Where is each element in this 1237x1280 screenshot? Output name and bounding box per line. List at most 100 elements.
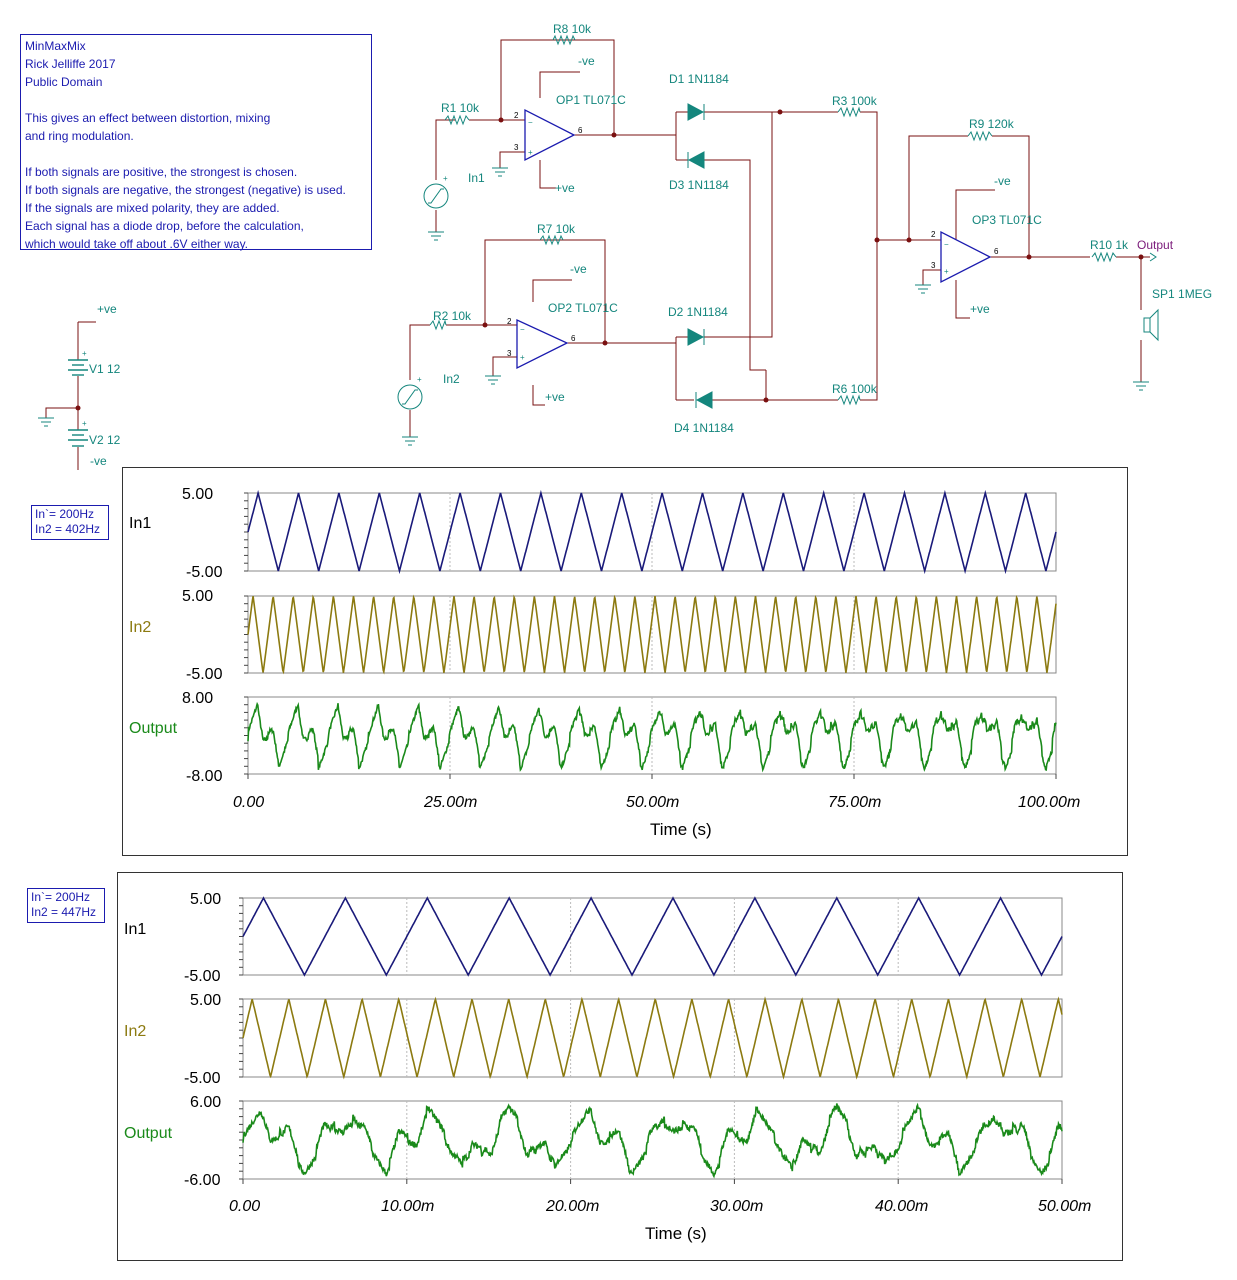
svg-text:−: −	[520, 325, 525, 334]
r10-resistor	[1091, 251, 1117, 263]
v2-label: V2 12	[89, 433, 121, 447]
plot-frame-2	[117, 872, 1123, 1261]
chart2-xtick: 40.00m	[875, 1198, 928, 1215]
note-line: and ring modulation.	[25, 129, 134, 143]
r7-resistor	[539, 234, 564, 246]
chart2-output-ytick-top: 6.00	[190, 1094, 221, 1111]
sp1-label: SP1 1MEG	[1152, 287, 1212, 301]
freq-line: In2 = 447Hz	[31, 905, 97, 919]
r9-resistor	[967, 130, 993, 142]
chart1-xtick: 100.00m	[1018, 794, 1080, 811]
op3-amplifier	[940, 230, 992, 284]
svg-text:+: +	[520, 353, 525, 362]
chart1-xlabel: Time (s)	[650, 820, 712, 839]
chart2-in1-label: In1	[124, 921, 146, 938]
chart1-in2-ytick-top: 5.00	[182, 588, 213, 605]
v1-label: V1 12	[89, 362, 121, 376]
svg-text:2: 2	[514, 111, 519, 120]
chart1-xtick: 75.00m	[828, 794, 881, 811]
r6-label: R6 100k	[832, 382, 878, 396]
chart1-output-ytick-top: 8.00	[182, 690, 213, 707]
op2-amplifier	[516, 318, 569, 370]
svg-text:2: 2	[507, 317, 512, 326]
r6-resistor	[837, 394, 861, 406]
rail-neg-label: -ve	[90, 454, 107, 468]
circuit-schematic: −+ −+ −+ 2 3 6 2 3 6 2 3 6 ++	[38, 22, 1212, 470]
d1-label: D1 1N1184	[669, 72, 729, 86]
chart2-output-ytick-bottom: -6.00	[184, 1172, 221, 1189]
chart2-output-label: Output	[124, 1125, 173, 1142]
svg-text:+: +	[417, 375, 422, 384]
op3-neg-supply: -ve	[994, 174, 1011, 188]
note-line: MinMaxMix	[25, 39, 86, 53]
r8-label: R8 10k	[553, 22, 592, 36]
speaker-icon	[1143, 308, 1159, 342]
chart1-in2-ytick-bottom: -5.00	[186, 666, 223, 683]
in1-source-icon	[423, 183, 449, 209]
svg-text:+: +	[944, 267, 949, 276]
series-line-output	[247, 701, 1057, 773]
freq-line: In`= 200Hz	[31, 890, 91, 904]
d4-label: D4 1N1184	[674, 421, 734, 435]
op1-amplifier	[524, 108, 576, 162]
chart2-in2-ytick-top: 5.00	[190, 992, 221, 1009]
note-line: If both signals are positive, the strong…	[25, 165, 298, 179]
r1-label: R1 10k	[441, 101, 480, 115]
note-line: Public Domain	[25, 75, 103, 89]
freq-line: In2 = 402Hz	[35, 522, 101, 536]
series-line-in2	[242, 996, 1063, 1080]
op2-label: OP2 TL071C	[548, 301, 618, 315]
svg-text:3: 3	[931, 261, 936, 270]
note-line: If both signals are negative, the strong…	[25, 183, 346, 197]
series-line-output	[242, 1102, 1063, 1179]
d4-diode	[695, 391, 713, 409]
note-line: Rick Jelliffe 2017	[25, 57, 116, 71]
note-line: Each signal has a diode drop, before the…	[25, 219, 304, 233]
chart1-in1-ytick-bottom: -5.00	[186, 564, 223, 581]
chart2-xtick: 0.00	[229, 1198, 260, 1215]
chart2-xtick: 10.00m	[381, 1198, 434, 1215]
op2-neg-supply: -ve	[570, 262, 587, 276]
svg-text:−: −	[944, 240, 949, 249]
chart2-xtick: 20.00m	[545, 1198, 599, 1215]
svg-text:3: 3	[514, 143, 519, 152]
in2-source-icon	[397, 384, 423, 410]
r1-resistor	[444, 114, 470, 126]
d2-label: D2 1N1184	[668, 305, 728, 319]
chart1-xtick: 50.00m	[626, 794, 679, 811]
freq-box-2: In`= 200Hz In2 = 447Hz	[27, 888, 105, 923]
svg-text:2: 2	[931, 230, 936, 239]
freq-line: In`= 200Hz	[35, 507, 95, 521]
r2-resistor	[429, 319, 447, 331]
chart1-in1-ytick-top: 5.00	[182, 486, 213, 503]
ground-icon	[38, 167, 1149, 446]
r8-resistor	[552, 34, 576, 46]
svg-text:6: 6	[994, 247, 999, 256]
description-note: MinMaxMix Rick Jelliffe 2017 Public Doma…	[20, 34, 372, 251]
svg-text:−: −	[528, 118, 533, 127]
freq-box-1: In`= 200Hz In2 = 402Hz	[31, 505, 109, 540]
op1-label: OP1 TL071C	[556, 93, 626, 107]
in1-label: In1	[468, 171, 485, 185]
d1-diode	[687, 103, 705, 121]
series-line-in1	[247, 489, 1057, 575]
chart2-in1-ytick-bottom: -5.00	[184, 968, 221, 985]
chart1-output-ytick-bottom: -8.00	[186, 768, 223, 785]
d3-label: D3 1N1184	[669, 178, 729, 192]
r3-resistor	[837, 106, 861, 118]
r10-label: R10 1k	[1090, 238, 1129, 252]
chart1-xtick: 25.00m	[423, 794, 477, 811]
svg-text:6: 6	[578, 126, 583, 135]
series-line-in1	[242, 896, 1063, 977]
r7-label: R7 10k	[537, 222, 576, 236]
svg-text:6: 6	[571, 334, 576, 343]
chart2-in2-label: In2	[124, 1023, 146, 1040]
op1-pos-supply: +ve	[555, 181, 575, 195]
note-line: If the signals are mixed polarity, they …	[25, 201, 280, 215]
svg-text:+: +	[528, 148, 533, 157]
op3-label: OP3 TL071C	[972, 213, 1042, 227]
svg-text:3: 3	[507, 349, 512, 358]
chart2-xtick: 30.00m	[710, 1198, 763, 1215]
